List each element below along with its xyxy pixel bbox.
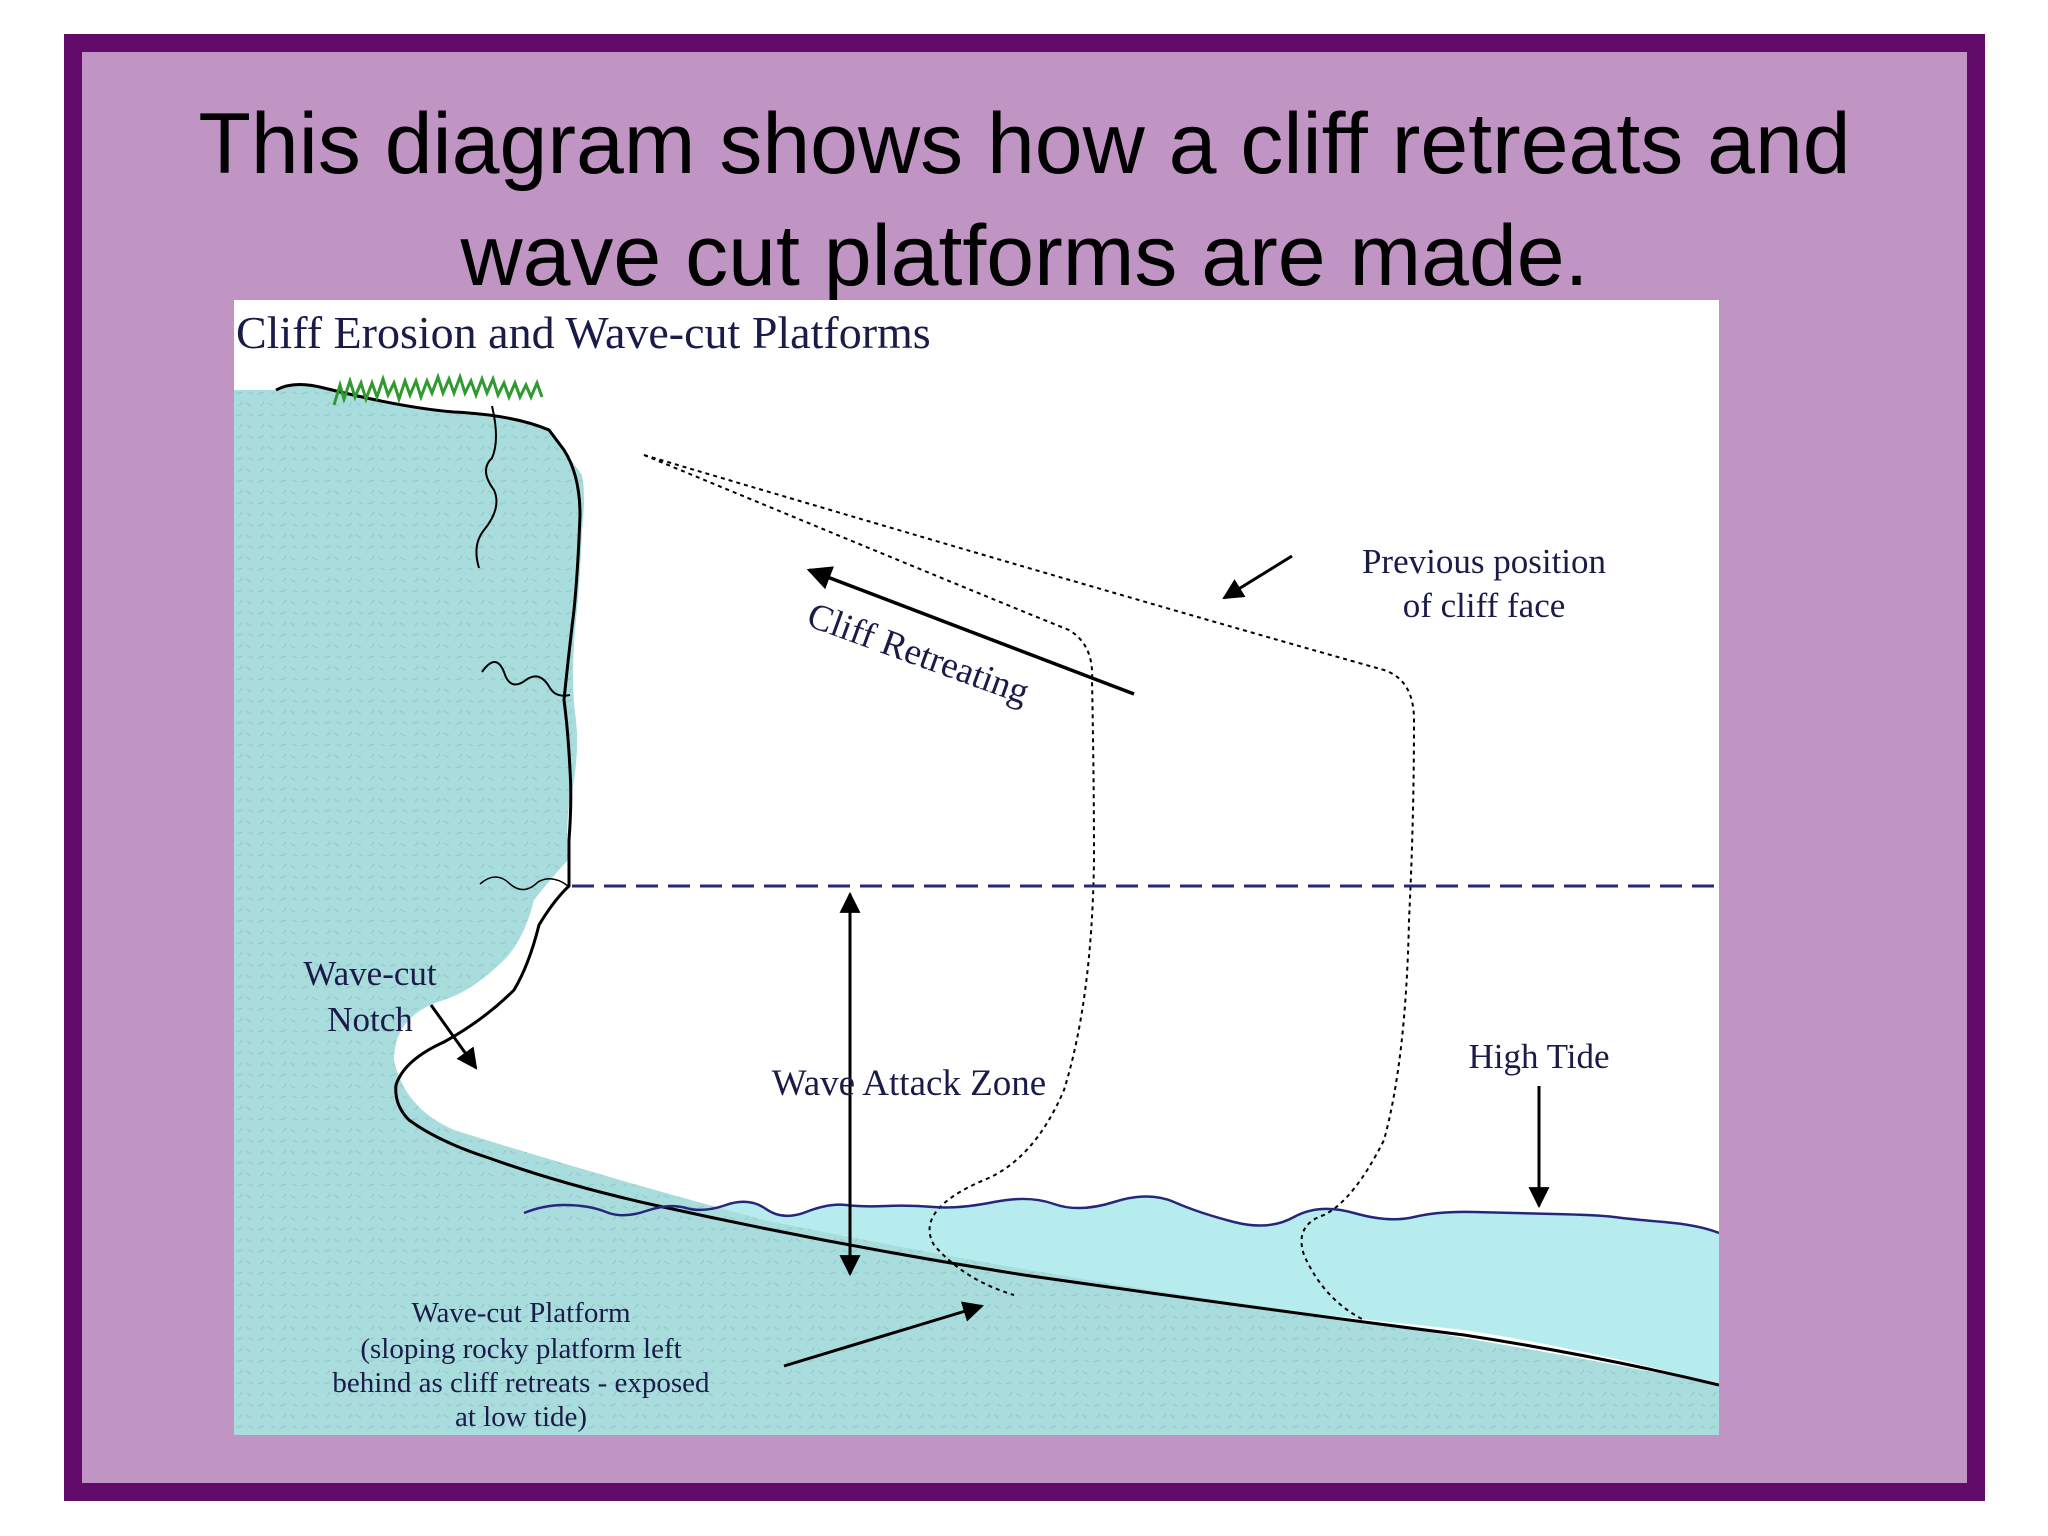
previous-cliff-face-1 bbox=[643, 454, 1096, 1296]
platform-label-line-4: at low tide) bbox=[455, 1401, 587, 1433]
cliff-outline bbox=[275, 383, 1719, 1387]
cliff-crack-middle bbox=[481, 661, 571, 697]
cliff-crack-upper bbox=[475, 405, 498, 569]
notch-arrow bbox=[429, 1004, 478, 1070]
slide-title-line-1: This diagram shows how a cliff retreats … bbox=[198, 96, 1851, 192]
platform-arrow bbox=[783, 1301, 985, 1368]
cliff-retreating-arrow bbox=[806, 566, 1135, 696]
grass bbox=[332, 372, 544, 406]
previous-position-label-line-2: of cliff face bbox=[1403, 586, 1566, 625]
notch-label-line-1: Wave-cut bbox=[303, 954, 436, 993]
high-tide-label: High Tide bbox=[1468, 1037, 1609, 1076]
previous-position-label-line-1: Previous position bbox=[1362, 542, 1606, 581]
sea-surface-line bbox=[523, 1195, 1719, 1235]
cliff-rock bbox=[234, 384, 1719, 1435]
platform-label-line-3: behind as cliff retreats - exposed bbox=[332, 1367, 710, 1399]
platform-label-line-1: Wave-cut Platform bbox=[411, 1297, 631, 1329]
previous-cliff-face-2 bbox=[643, 454, 1416, 1321]
wave-attack-zone-label: Wave Attack Zone bbox=[772, 1063, 1046, 1104]
diagram-canvas: Cliff Erosion and Wave-cut Platforms bbox=[234, 307, 1719, 1435]
slide-title-line-2: wave cut platforms are made. bbox=[460, 208, 1589, 304]
diagram-title: Cliff Erosion and Wave-cut Platforms bbox=[236, 307, 931, 358]
notch-label-line-2: Notch bbox=[327, 1000, 413, 1039]
cliff-erosion-diagram: Cliff Erosion and Wave-cut Platforms bbox=[234, 300, 1719, 1435]
slide-title: This diagram shows how a cliff retreats … bbox=[82, 88, 1967, 312]
cliff-crack-lower bbox=[479, 876, 569, 891]
previous-position-arrow bbox=[1222, 554, 1293, 600]
platform-label-line-2: (sloping rocky platform left bbox=[360, 1333, 681, 1365]
